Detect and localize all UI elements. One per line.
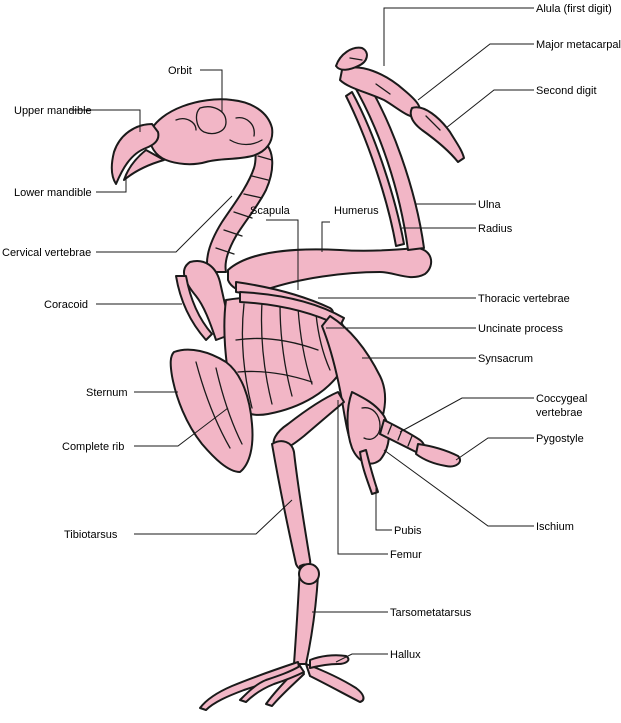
label-hallux: Hallux bbox=[390, 649, 421, 661]
label-tibiotarsus: Tibiotarsus bbox=[64, 529, 118, 541]
second-digit-bone bbox=[409, 106, 465, 163]
pubis-bone bbox=[359, 449, 379, 495]
lower-mandible-bone bbox=[123, 149, 165, 181]
label-second-digit: Second digit bbox=[536, 85, 597, 97]
labels: Alula (first digit) Major metacarpal Sec… bbox=[2, 3, 621, 661]
hallux-bone bbox=[309, 654, 350, 669]
skull-bone bbox=[148, 98, 274, 166]
label-ulna: Ulna bbox=[478, 199, 502, 211]
label-complete-rib: Complete rib bbox=[62, 441, 124, 453]
pygostyle-bone bbox=[415, 443, 462, 468]
ischium-bone bbox=[346, 391, 390, 465]
label-ischium: Ischium bbox=[536, 521, 574, 533]
radius-bone bbox=[345, 91, 405, 247]
label-pubis: Pubis bbox=[394, 525, 422, 537]
label-uncinate-process: Uncinate process bbox=[478, 323, 563, 335]
label-humerus: Humerus bbox=[334, 205, 379, 217]
label-scapula: Scapula bbox=[250, 205, 291, 217]
label-major-metacarpal: Major metacarpal bbox=[536, 39, 621, 51]
label-synsacrum: Synsacrum bbox=[478, 353, 533, 365]
upper-mandible-bone bbox=[110, 123, 160, 185]
label-radius: Radius bbox=[478, 223, 513, 235]
label-lower-mandible: Lower mandible bbox=[14, 187, 92, 199]
tibiotarsus-bone bbox=[271, 440, 312, 571]
label-coracoid: Coracoid bbox=[44, 299, 88, 311]
label-femur: Femur bbox=[390, 549, 422, 561]
label-tarsometatarsus: Tarsometatarsus bbox=[390, 607, 472, 619]
label-sternum: Sternum bbox=[86, 387, 128, 399]
label-coccygeal-vertebrae-line2: vertebrae bbox=[536, 407, 582, 419]
label-pygostyle: Pygostyle bbox=[536, 433, 584, 445]
label-coccygeal-vertebrae-line1: Coccygeal bbox=[536, 393, 587, 405]
label-orbit: Orbit bbox=[168, 65, 192, 77]
furcula-bone bbox=[175, 275, 213, 341]
label-upper-mandible: Upper mandible bbox=[14, 105, 92, 117]
label-cervical-vertebrae: Cervical vertebrae bbox=[2, 247, 91, 259]
label-alula: Alula (first digit) bbox=[536, 3, 612, 15]
leader-lines bbox=[70, 7, 534, 663]
skeleton bbox=[110, 46, 465, 711]
label-thoracic-vertebrae: Thoracic vertebrae bbox=[478, 293, 570, 305]
